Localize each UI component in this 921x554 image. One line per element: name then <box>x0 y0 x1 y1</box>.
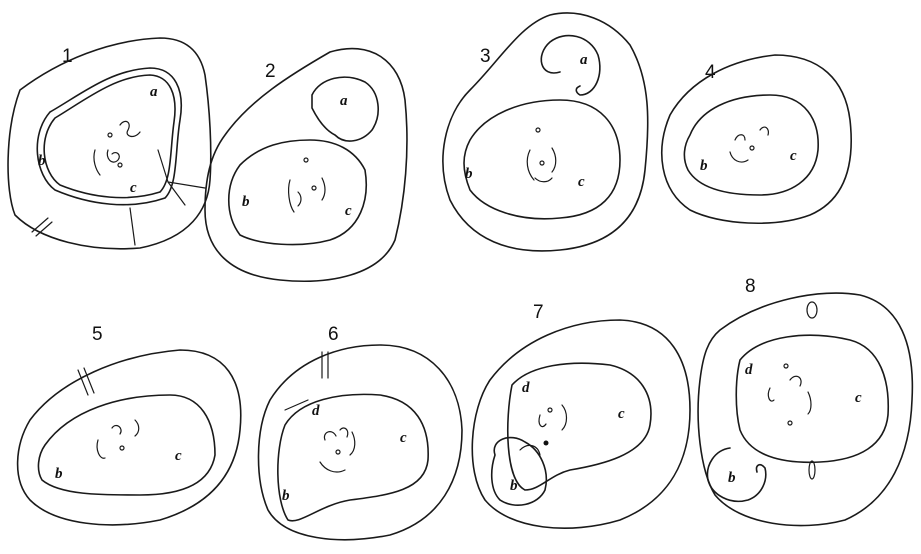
label-d: d <box>312 403 320 419</box>
daughter-cell-a <box>312 77 378 141</box>
nucleolus-dot <box>788 421 792 425</box>
outer-wall <box>698 293 912 526</box>
label-d: d <box>745 362 753 378</box>
figure-3: 3 a b c <box>443 13 648 251</box>
outer-wall <box>662 55 851 223</box>
label-c: c <box>130 180 137 196</box>
inner-cell <box>464 100 620 219</box>
nuclear-body <box>107 150 119 162</box>
nucleolus-dot <box>536 128 540 132</box>
label-b: b <box>728 470 736 486</box>
nuclear-body <box>552 148 556 172</box>
daughter-cell-a <box>541 36 600 95</box>
label-c: c <box>618 406 625 422</box>
label-c: c <box>855 390 862 406</box>
nuclear-body <box>520 445 540 455</box>
nuclear-body <box>527 150 534 180</box>
nucleolus-dot <box>108 133 112 137</box>
nuclear-body <box>94 150 100 175</box>
nucleolus-dot <box>544 441 549 446</box>
figure-7: 7 d b c <box>472 302 690 528</box>
outer-wall <box>205 49 407 282</box>
figure-number: 7 <box>533 302 544 323</box>
nuclear-body <box>97 440 105 458</box>
nuclear-body <box>535 178 552 182</box>
label-c: c <box>790 148 797 164</box>
cell-fragment <box>809 461 815 479</box>
nuclear-body <box>112 426 121 434</box>
outer-wall <box>472 320 690 528</box>
inner-cell <box>278 394 428 520</box>
nuclear-body <box>808 392 811 414</box>
label-c: c <box>175 448 182 464</box>
label-b: b <box>242 194 250 210</box>
daughter-cell-b <box>707 448 765 501</box>
nuclear-body <box>135 420 139 436</box>
nuclear-body <box>730 152 748 162</box>
nuclear-body <box>289 180 294 212</box>
label-c: c <box>578 174 585 190</box>
nuclear-body <box>790 376 801 386</box>
nucleolus-dot <box>540 161 544 165</box>
label-a: a <box>340 93 348 109</box>
label-b: b <box>55 466 63 482</box>
nucleolus-dot <box>750 146 754 150</box>
nucleolus-dot <box>312 186 316 190</box>
inner-cell <box>684 95 818 195</box>
label-b: b <box>465 166 473 182</box>
outer-wall <box>8 38 211 249</box>
nuclear-body <box>539 415 546 427</box>
label-b: b <box>282 488 290 504</box>
nucleolus-dot <box>304 158 308 162</box>
nucleolus-dot <box>784 364 788 368</box>
label-b: b <box>510 478 518 494</box>
nucleolus-dot <box>120 446 124 450</box>
figure-number: 5 <box>92 324 103 345</box>
wall-division <box>285 400 308 410</box>
label-c: c <box>345 203 352 219</box>
outer-wall <box>443 13 648 251</box>
wall-division <box>130 208 135 245</box>
figure-4: 4 b c <box>662 55 851 223</box>
outer-wall <box>258 345 462 540</box>
figure-5: 5 b c <box>18 324 241 525</box>
figure-1: 1 a b c <box>8 38 211 249</box>
nuclear-body <box>322 178 325 200</box>
nuclear-body <box>562 405 567 430</box>
figure-6: 6 d b c <box>258 324 462 540</box>
figure-number: 8 <box>745 276 756 297</box>
label-a: a <box>580 52 588 68</box>
nuclear-body <box>760 127 768 135</box>
label-b: b <box>700 158 708 174</box>
nucleolus-dot <box>118 163 122 167</box>
figure-number: 2 <box>265 61 276 82</box>
figure-number: 3 <box>480 46 491 67</box>
nuclear-body <box>340 428 348 437</box>
nuclear-body <box>120 121 140 136</box>
figure-number: 6 <box>328 324 339 345</box>
inner-cell <box>736 335 888 462</box>
wall-division <box>168 182 185 205</box>
inner-cell <box>38 395 215 495</box>
nuclear-body <box>768 388 774 401</box>
nuclear-body <box>350 432 355 455</box>
nuclear-body <box>735 135 745 140</box>
figure-8: 8 d b c <box>698 276 912 526</box>
nucleolus-dot <box>336 450 340 454</box>
pore-mark <box>807 302 817 318</box>
nucleolus-dot <box>548 408 552 412</box>
label-b: b <box>38 153 46 169</box>
nuclear-body <box>298 192 301 206</box>
label-d: d <box>522 380 530 396</box>
label-c: c <box>400 430 407 446</box>
figure-2: 2 a b c <box>205 49 407 282</box>
nuclear-body <box>320 462 345 472</box>
label-a: a <box>150 84 158 100</box>
nuclear-body <box>324 432 336 440</box>
daughter-cell-b <box>492 438 547 506</box>
